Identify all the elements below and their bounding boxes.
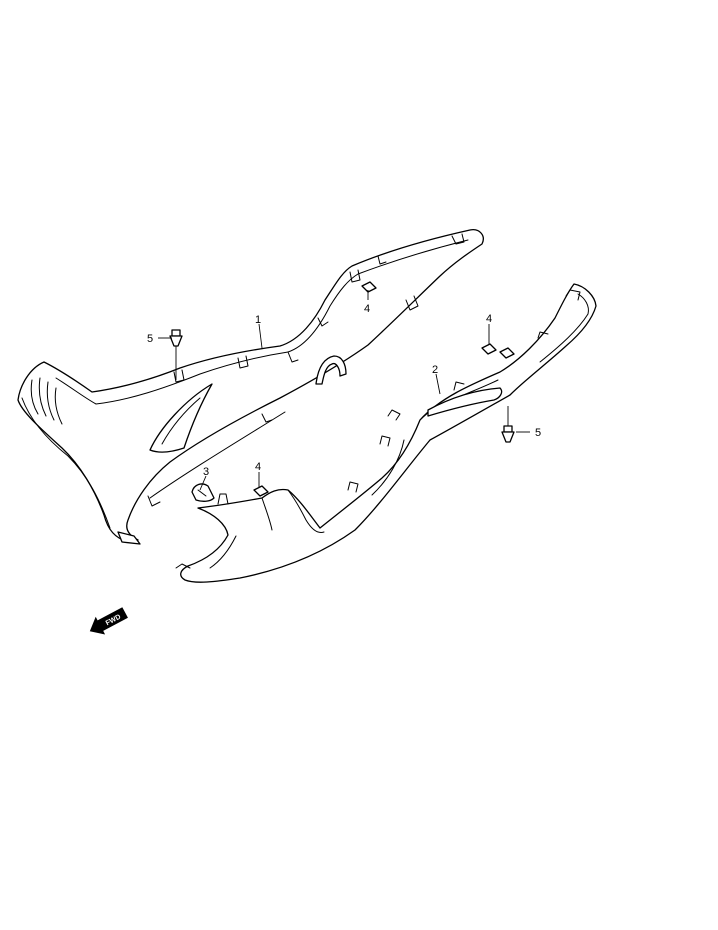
part-3-clip (191, 483, 215, 502)
part-4-nut-lower (253, 485, 269, 497)
part-2-right-side-cover (175, 283, 597, 583)
part-4-nut-right (481, 343, 515, 359)
forward-arrow-icon: FWD (89, 607, 128, 635)
callout-4-upper: 4 (364, 303, 370, 315)
callout-1: 1 (255, 314, 261, 326)
callout-4-right: 4 (486, 313, 492, 325)
callout-5-left: 5 (147, 333, 153, 345)
callout-3: 3 (203, 466, 209, 478)
callout-4-lower: 4 (255, 461, 261, 473)
part-5-rivet-left (169, 329, 183, 347)
callout-5-right: 5 (535, 427, 541, 439)
part-1-left-side-cover (17, 229, 484, 545)
part-4-nut-upper (361, 281, 377, 293)
part-5-rivet-right (501, 425, 515, 443)
leader-lines (158, 290, 530, 491)
callout-2: 2 (432, 364, 438, 376)
